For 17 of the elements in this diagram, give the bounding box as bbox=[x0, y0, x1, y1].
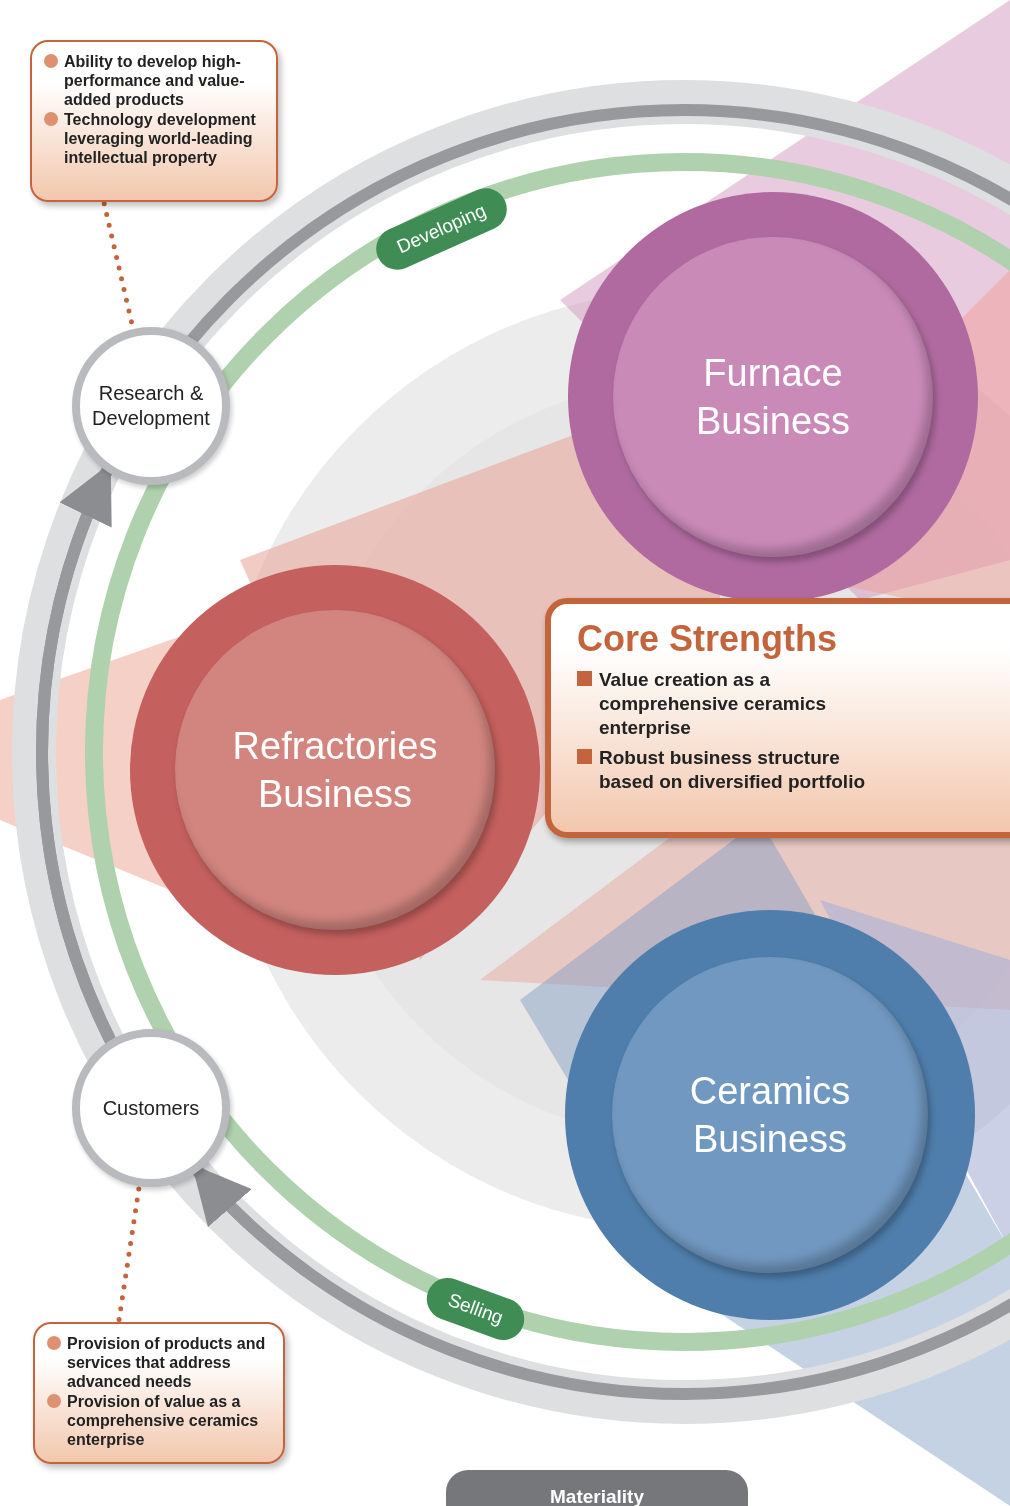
business-name: Refractories Business bbox=[231, 724, 439, 817]
callout-box bbox=[30, 40, 278, 202]
bullet-text: Technology development leveraging world-leading intellectual property bbox=[64, 110, 257, 167]
business-name: Furnace Business bbox=[694, 351, 852, 444]
business-name: Ceramics Business bbox=[688, 1069, 852, 1162]
bullet-text: Provision of products and services that address advanced needs bbox=[67, 1334, 267, 1391]
panel-heading: Core Strengths bbox=[577, 618, 839, 660]
stage-name: Research & Development bbox=[91, 381, 211, 431]
section-tab bbox=[446, 1470, 748, 1506]
strengths-panel bbox=[545, 598, 1010, 838]
stage-name: Customers bbox=[102, 1095, 200, 1121]
bullet-text: Provision of value as a comprehensive ceramics enterprise bbox=[67, 1392, 260, 1449]
bullet-text: Ability to develop high-performance and value-added products bbox=[64, 52, 246, 109]
leader-line bbox=[116, 1186, 142, 1324]
bullet-text: Robust business structure based on diversified portfolio bbox=[599, 746, 867, 794]
callout-box bbox=[33, 1322, 285, 1464]
bullet-text: Value creation as a comprehensive ceramics enterprise bbox=[599, 668, 828, 740]
